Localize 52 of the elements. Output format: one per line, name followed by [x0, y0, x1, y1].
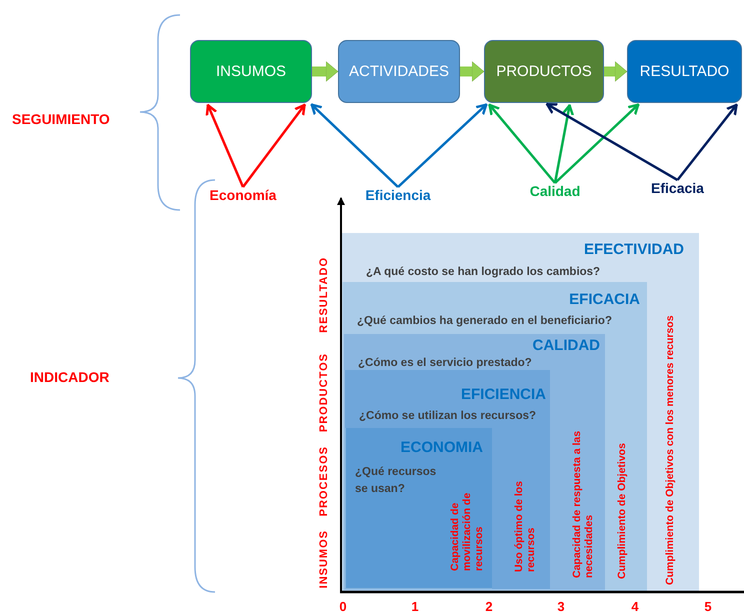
nested-area	[344, 370, 550, 590]
arrow	[312, 61, 338, 82]
indicator-text: Cumplimiento de Objetivos	[616, 442, 629, 579]
nested-area	[341, 233, 699, 593]
arrow	[206, 104, 244, 188]
indicator-label: Eficiencia	[353, 187, 443, 207]
axis-label: INSUMOS	[318, 530, 331, 588]
section-label: INDICADOR	[30, 369, 110, 385]
arrow	[242, 103, 306, 188]
question-text: ¿Qué recursos se usan?	[355, 465, 438, 497]
nested-area	[342, 282, 647, 592]
process-box: RESULTADO	[627, 40, 742, 103]
tick-label: 0	[338, 599, 348, 614]
arrow	[554, 103, 640, 184]
arrow	[554, 104, 574, 184]
arrow	[604, 61, 628, 82]
section-label: SEGUIMIENTO	[12, 111, 110, 127]
indicator-label: Eficacia	[640, 180, 715, 200]
indicator-text: Cumplimiento de Objetivos con los menores recursos	[664, 314, 677, 585]
question-text: ¿Cómo es el servicio prestado?	[358, 357, 532, 369]
indicator-label: Economía	[198, 187, 288, 207]
area-heading: ECONOMIA	[400, 439, 483, 456]
question-text: ¿Cómo se utilizan los recursos?	[359, 410, 536, 422]
arrow	[397, 103, 488, 188]
area-heading: EFICIENCIA	[460, 386, 546, 403]
nested-area	[343, 334, 605, 591]
question-text: ¿Qué cambios ha generado en el beneficiario?	[357, 315, 612, 327]
nested-area	[345, 428, 492, 589]
arrow	[676, 103, 738, 181]
indicator-text: Uso óptimo de los recursos	[513, 480, 538, 572]
arrow	[310, 103, 399, 188]
question-text: ¿A qué costo se han logrado los cambios?	[366, 266, 600, 278]
tick-label: 3	[556, 599, 566, 614]
area-heading: EFICACIA	[569, 291, 640, 308]
area-heading: CALIDAD	[532, 337, 600, 354]
axis-label: PRODUCTOS	[318, 352, 331, 432]
process-box: INSUMOS	[190, 40, 312, 103]
tick-label: 5	[703, 599, 713, 614]
arrow	[546, 102, 678, 182]
indicator-label: Calidad	[515, 183, 595, 203]
axis-label: RESULTADO	[318, 257, 331, 333]
tick-label: 1	[410, 599, 420, 614]
arrow	[460, 61, 484, 82]
indicator-text: Capacidad de respuesta a las necesidades	[571, 430, 596, 578]
tick-label: 2	[484, 599, 494, 614]
tick-label: 4	[630, 599, 640, 614]
area-heading: EFECTIVIDAD	[584, 241, 684, 258]
axis-label: PROCESOS	[318, 446, 331, 516]
indicator-text: Capacidad de movilización de recursos	[449, 492, 486, 571]
process-box: PRODUCTOS	[484, 40, 604, 103]
arrow	[488, 103, 556, 184]
process-box: ACTIVIDADES	[338, 40, 460, 103]
